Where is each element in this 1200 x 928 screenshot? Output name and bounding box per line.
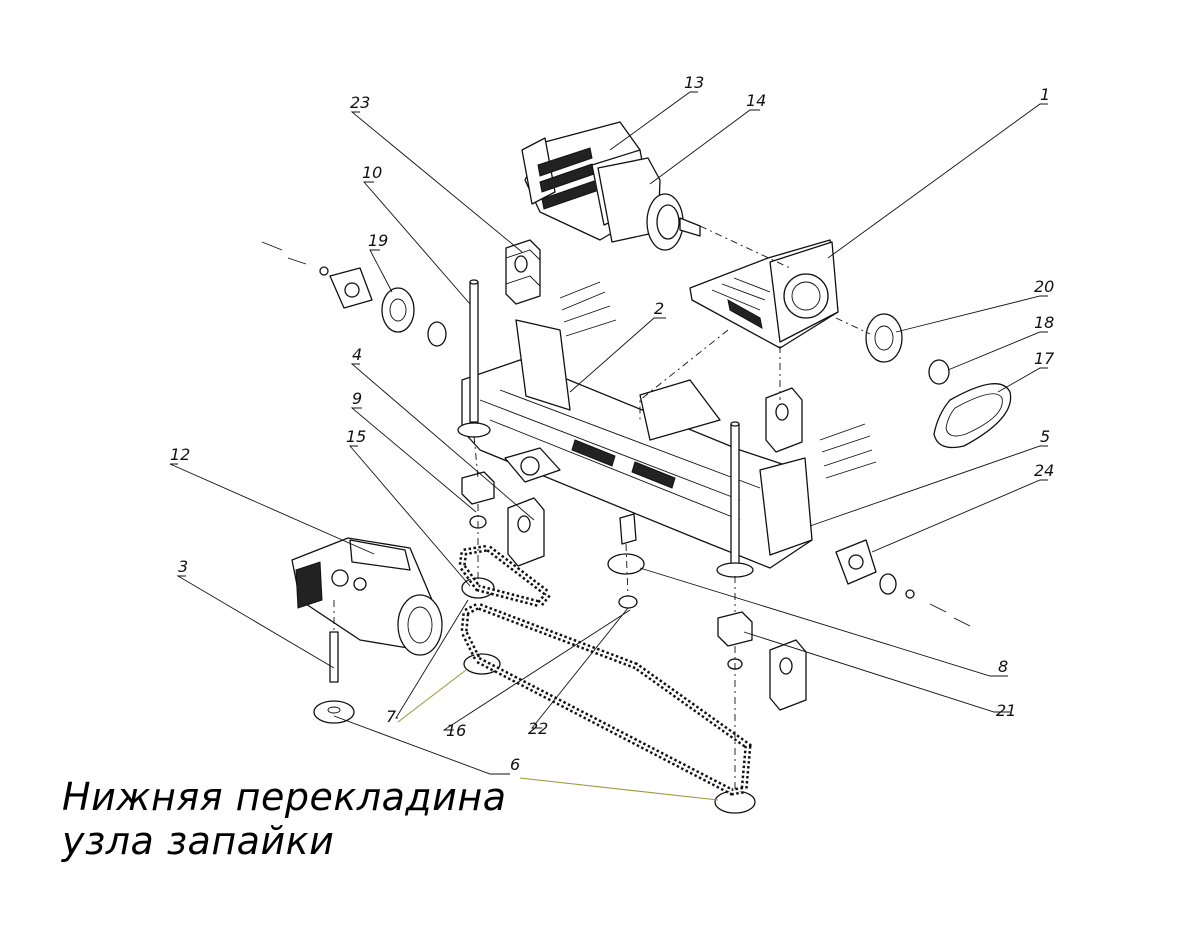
title-line-2: узла запайки (62, 819, 335, 863)
callout-8: 8 (998, 657, 1008, 676)
callout-19: 19 (368, 231, 388, 250)
right-hub (835, 539, 971, 627)
callout-4: 4 (352, 345, 362, 364)
callout-17: 17 (1034, 349, 1055, 368)
callout-21: 21 (996, 701, 1016, 720)
callout-6: 6 (510, 755, 520, 774)
tensioner-parts-middle (607, 513, 645, 609)
bearing-block-right (765, 387, 803, 453)
callout-1: 1 (1040, 85, 1050, 104)
drive-chain-long (460, 602, 752, 796)
frame-bolts-top (559, 281, 877, 479)
left-pulley (261, 241, 447, 347)
gearbox (597, 157, 701, 251)
bearing-block-top (505, 239, 541, 305)
callout-9: 9 (352, 389, 362, 408)
callout-24: 24 (1034, 461, 1054, 480)
drive-shaft (329, 631, 339, 683)
right-pulley (865, 313, 903, 363)
callout-labels: 1 2 3 4 5 6 7 8 9 10 12 13 14 15 16 17 1… (170, 73, 1055, 774)
callout-23: 23 (350, 93, 370, 112)
vertical-rod-left (457, 279, 491, 438)
vertical-rod-right (716, 421, 754, 578)
callout-18: 18 (1034, 313, 1054, 332)
callout-12: 12 (170, 445, 190, 464)
drawing-title: Нижняя перекладина узла запайки (62, 775, 507, 863)
callout-7: 7 (386, 707, 397, 726)
timing-belt (933, 383, 1012, 449)
callout-16: 16 (446, 721, 466, 740)
callout-10: 10 (362, 163, 382, 182)
bearing-block-lower-middle (507, 497, 545, 567)
callout-13: 13 (684, 73, 704, 92)
main-frame (461, 319, 813, 569)
callout-5: 5 (1040, 427, 1050, 446)
title-line-1: Нижняя перекладина (62, 775, 507, 819)
drive-sprocket (313, 700, 355, 724)
gear-motor (291, 537, 443, 656)
drive-chain-short (458, 544, 553, 608)
pulley-bush (928, 359, 950, 385)
callout-20: 20 (1034, 277, 1054, 296)
callout-15: 15 (346, 427, 366, 446)
callout-2: 2 (654, 299, 664, 318)
leader-lines (169, 91, 1048, 801)
callout-3: 3 (178, 557, 188, 576)
callout-22: 22 (528, 719, 548, 738)
bearing-block-lower-right (769, 639, 807, 711)
callout-14: 14 (746, 91, 766, 110)
